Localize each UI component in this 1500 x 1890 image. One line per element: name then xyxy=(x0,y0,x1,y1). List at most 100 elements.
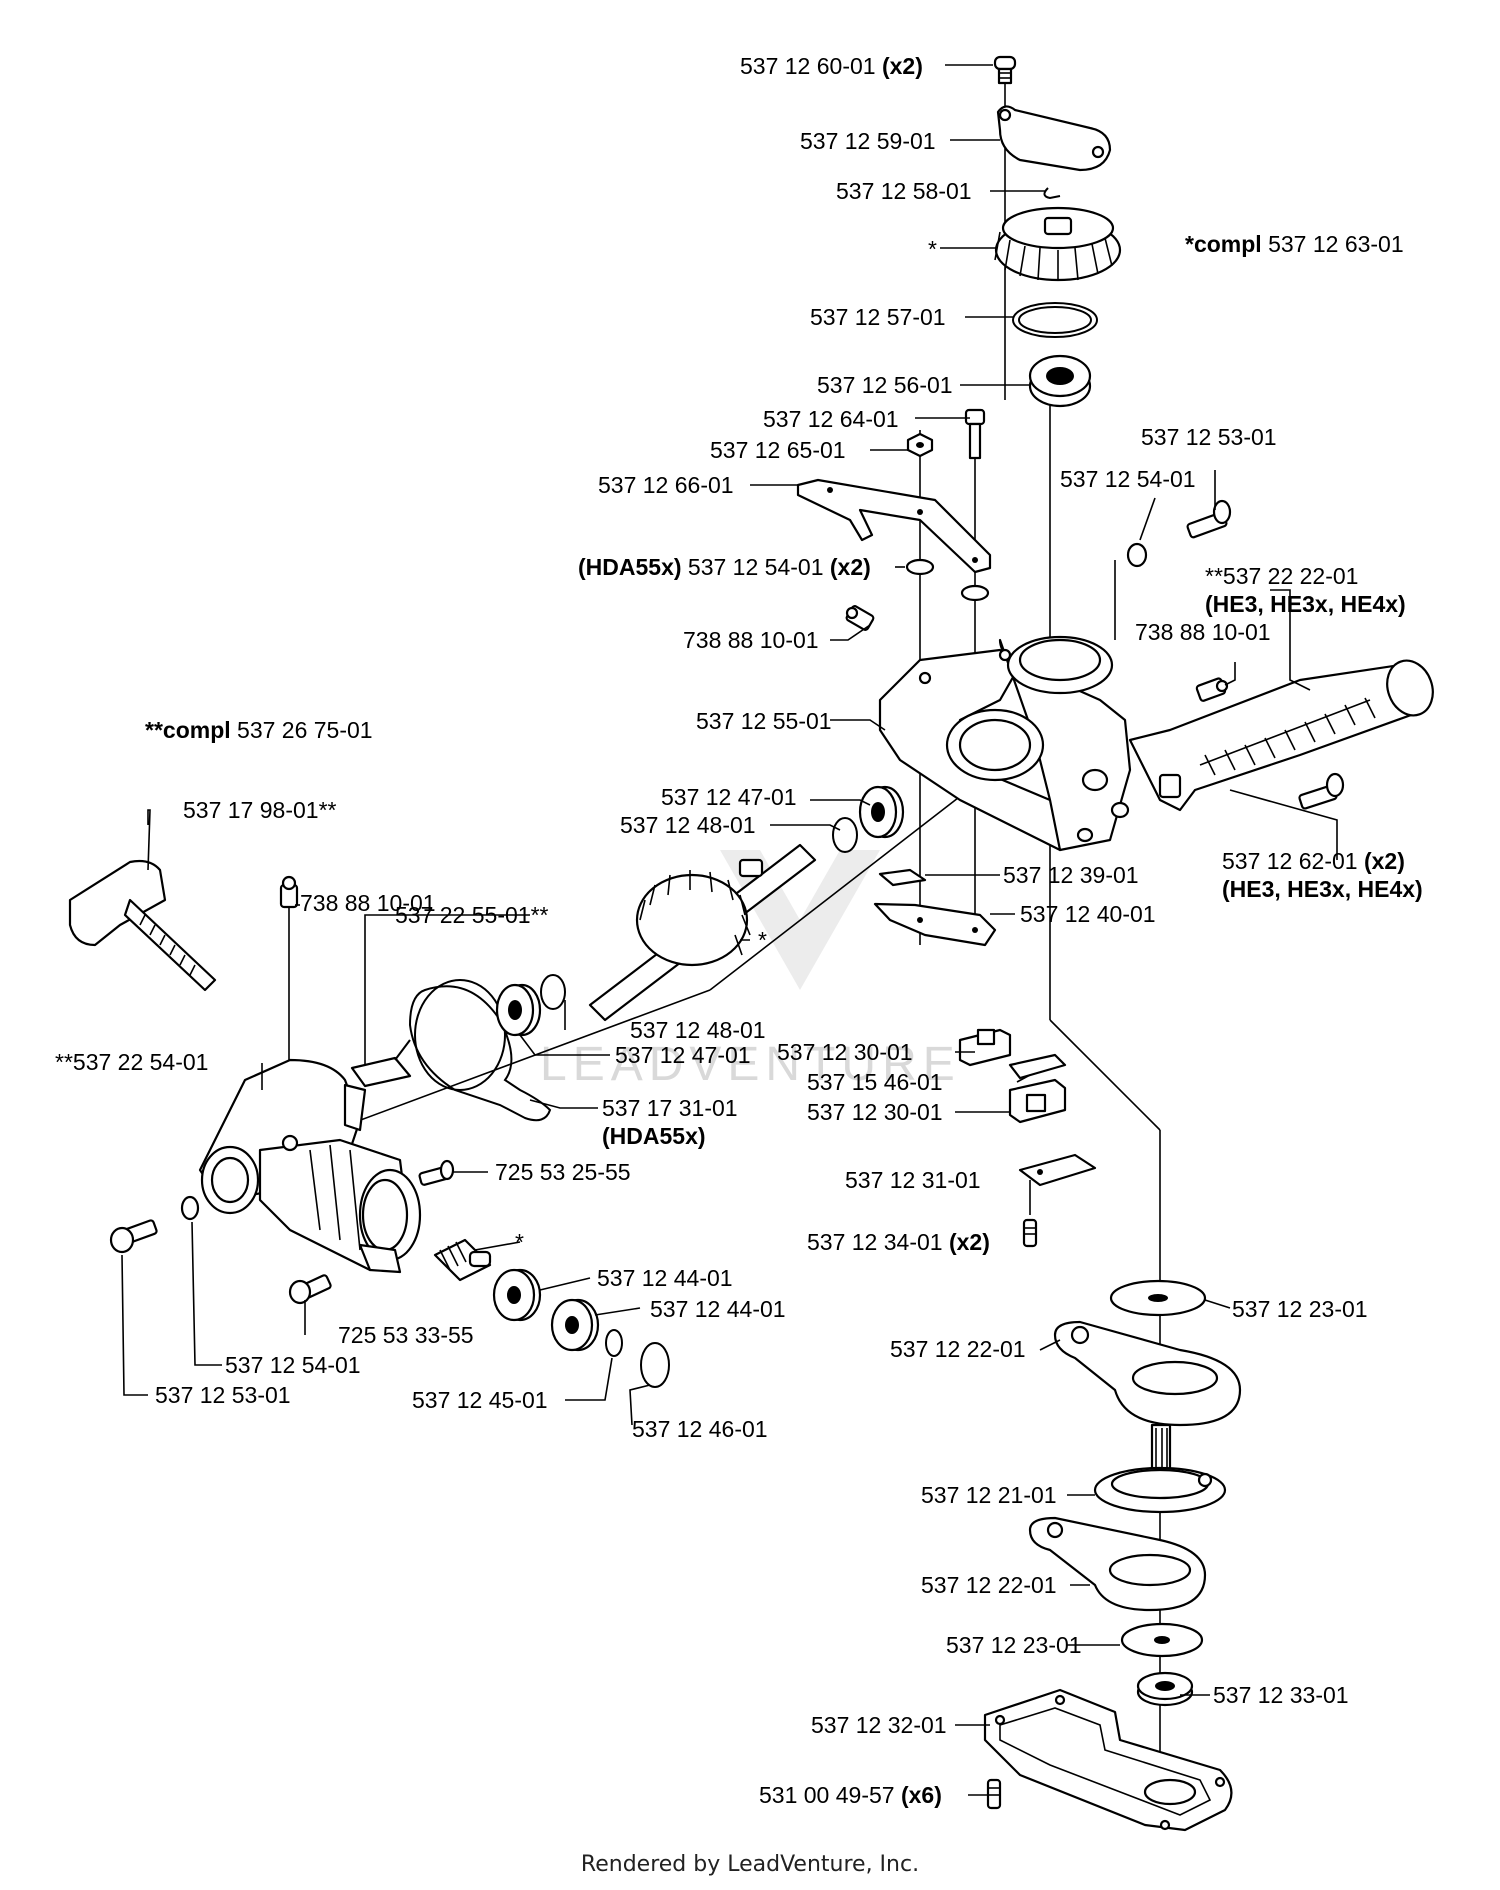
washer-537-12-54-01-hda-b xyxy=(960,584,990,602)
plate-537-12-31-01 xyxy=(1018,1153,1097,1187)
handle-537-22-22-01 xyxy=(1128,659,1434,812)
label-compl-537-12-63-01: *compl 537 12 63-01 xyxy=(1185,231,1404,257)
label-537-12-58-01: 537 12 58-01 xyxy=(836,178,972,204)
grease-nipple-left xyxy=(279,875,299,1140)
label-738-88-10-01-upper: 738 88 10-01 xyxy=(683,627,819,653)
circlip-537-12-57-01 xyxy=(1012,302,1098,338)
label-537-22-54-01: **537 22 54-01 xyxy=(55,1049,208,1075)
label-537-17-31-01: 537 17 31-01 xyxy=(602,1095,738,1121)
crank-537-12-22-01-upper xyxy=(1053,1320,1242,1427)
label-537-12-60-01: 537 12 60-01 (x2) xyxy=(740,53,923,79)
label-star-gear: * xyxy=(928,236,937,262)
screw-537-12-53-01-upper xyxy=(1186,499,1232,539)
label-537-12-45-01: 537 12 45-01 xyxy=(412,1387,548,1413)
label-hda55x-537-12-54-01: (HDA55x) 537 12 54-01 (x2) xyxy=(578,554,871,580)
label-537-12-34-01: 537 12 34-01 (x2) xyxy=(807,1229,990,1255)
gear-housing-537-12-55-01 xyxy=(878,635,1132,852)
bottom-plate-537-12-32-01 xyxy=(983,1688,1233,1832)
circlip-537-12-58-01 xyxy=(1043,187,1061,200)
label-537-12-59-01: 537 12 59-01 xyxy=(800,128,936,154)
leader-lines xyxy=(121,64,1338,1796)
label-537-12-47-01-mid: 537 12 47-01 xyxy=(661,784,797,810)
knob-537-17-98-01 xyxy=(68,859,217,992)
circlip-537-12-45-01 xyxy=(605,1329,623,1357)
shim-537-12-39-01 xyxy=(878,868,927,887)
label-hda55x-clamp: (HDA55x) xyxy=(602,1123,706,1149)
screw-531-00-49-57 xyxy=(986,1778,1002,1810)
label-compl-537-26-75-01: **compl 537 26 75-01 xyxy=(145,717,373,743)
bracket-537-12-66-01 xyxy=(796,478,992,574)
label-537-17-98-01: 537 17 98-01** xyxy=(183,797,337,823)
label-537-12-23-01-lower: 537 12 23-01 xyxy=(946,1632,1082,1658)
label-537-12-46-01: 537 12 46-01 xyxy=(632,1416,768,1442)
label-537-12-32-01: 537 12 32-01 xyxy=(811,1712,947,1738)
screw-725-53-33-55 xyxy=(288,1274,332,1305)
grease-nipple-upper xyxy=(845,605,875,631)
label-537-12-47-01-left: 537 12 47-01 xyxy=(615,1042,751,1068)
label-537-12-66-01: 537 12 66-01 xyxy=(598,472,734,498)
label-star-shaft: * xyxy=(758,927,767,953)
label-he3-screw: (HE3, HE3x, HE4x) xyxy=(1222,876,1423,902)
label-537-12-33-01: 537 12 33-01 xyxy=(1213,1682,1349,1708)
circlip-537-12-48-01-left xyxy=(540,974,566,1010)
bearing-537-12-33-01 xyxy=(1136,1671,1194,1707)
label-537-12-65-01: 537 12 65-01 xyxy=(710,437,846,463)
washer-537-12-23-01-lower xyxy=(1120,1622,1204,1658)
label-537-12-22-01-upper: 537 12 22-01 xyxy=(890,1336,1026,1362)
bevel-gear-large xyxy=(994,206,1122,282)
label-537-15-46-01: 537 15 46-01 xyxy=(807,1069,943,1095)
watermark-text: LEADVENTURE xyxy=(540,1038,961,1091)
label-738-88-10-01-left: 738 88 10-01 xyxy=(300,890,436,916)
label-he3-handle: (HE3, HE3x, HE4x) xyxy=(1205,591,1406,617)
label-537-12-53-01-upper: 537 12 53-01 xyxy=(1141,424,1277,450)
label-537-12-23-01-upper: 537 12 23-01 xyxy=(1232,1296,1368,1322)
label-537-12-21-01: 537 12 21-01 xyxy=(921,1482,1057,1508)
label-star-pinion: * xyxy=(515,1229,524,1255)
label-738-88-10-01-right: 738 88 10-01 xyxy=(1135,619,1271,645)
label-537-12-44-01-b: 537 12 44-01 xyxy=(650,1296,786,1322)
bearing-537-12-44-01-a xyxy=(492,1268,542,1322)
label-537-12-48-01-mid: 537 12 48-01 xyxy=(620,812,756,838)
gear-housing-537-22-54-01 xyxy=(198,1058,422,1274)
label-537-12-48-01-left: 537 12 48-01 xyxy=(630,1017,766,1043)
eccentric-537-12-21-01 xyxy=(1093,1423,1227,1514)
screw-537-12-34-01 xyxy=(1022,1218,1038,1248)
screw-537-12-53-01-left xyxy=(109,1219,158,1254)
washer-537-12-23-01-upper xyxy=(1109,1279,1207,1317)
label-537-12-53-01-left: 537 12 53-01 xyxy=(155,1382,291,1408)
label-537-12-54-01-left: 537 12 54-01 xyxy=(225,1352,361,1378)
bearing-537-12-47-01-mid xyxy=(858,785,905,839)
label-537-12-62-01: 537 12 62-01 (x2) xyxy=(1222,848,1405,874)
part-labels: 537 12 60-01 (x2) 537 12 59-01 537 12 58… xyxy=(55,53,1423,1808)
screw-537-12-60-01 xyxy=(993,55,1017,85)
screw-725-53-25-55 xyxy=(418,1159,455,1186)
bearing-537-12-56-01 xyxy=(1028,354,1092,408)
cover-plate-537-12-59-01 xyxy=(996,105,1112,172)
label-537-12-44-01-a: 537 12 44-01 xyxy=(597,1265,733,1291)
gasket-537-22-55-01 xyxy=(350,1056,412,1088)
label-725-53-33-55: 725 53 33-55 xyxy=(338,1322,474,1348)
crank-537-12-22-01-lower xyxy=(1028,1516,1207,1612)
bearing-537-12-44-01-b xyxy=(550,1298,600,1352)
slider-537-12-30-01-b xyxy=(1008,1078,1067,1124)
label-537-12-40-01: 537 12 40-01 xyxy=(1020,901,1156,927)
label-537-12-56-01: 537 12 56-01 xyxy=(817,372,953,398)
label-537-12-31-01: 537 12 31-01 xyxy=(845,1167,981,1193)
bearing-537-12-47-01-left xyxy=(495,983,542,1037)
bevel-gear-shaft xyxy=(588,843,817,1022)
label-537-12-39-01: 537 12 39-01 xyxy=(1003,862,1139,888)
washer-537-12-54-01 xyxy=(1126,542,1148,568)
label-537-12-54-01: 537 12 54-01 xyxy=(1060,466,1196,492)
label-537-22-55-01: 537 22 55-01** xyxy=(395,902,549,928)
label-537-12-64-01: 537 12 64-01 xyxy=(763,406,899,432)
grease-nipple-right xyxy=(1195,677,1229,702)
label-537-12-55-01: 537 12 55-01 xyxy=(696,708,832,734)
label-537-22-22-01: **537 22 22-01 xyxy=(1205,563,1358,589)
pinion-gear xyxy=(433,1238,492,1282)
label-537-12-30-01-b: 537 12 30-01 xyxy=(807,1099,943,1125)
circlip-537-12-48-01-mid xyxy=(832,817,858,853)
circlip-537-12-46-01 xyxy=(640,1342,670,1388)
washer-537-12-54-01-hda xyxy=(905,558,935,576)
label-537-12-22-01-lower: 537 12 22-01 xyxy=(921,1572,1057,1598)
